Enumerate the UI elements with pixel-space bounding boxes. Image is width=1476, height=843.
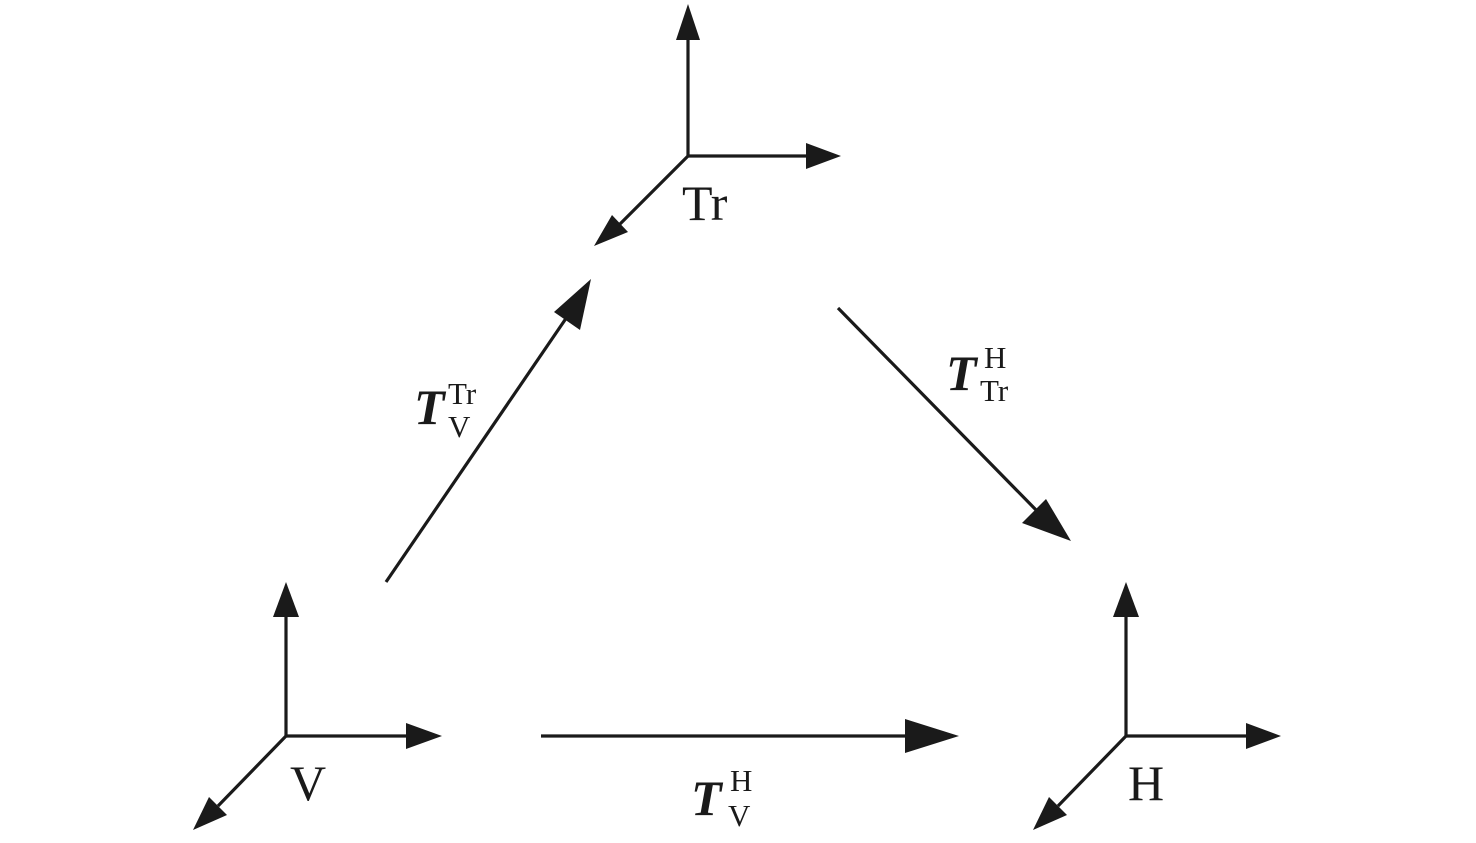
frame-tr: Tr	[594, 4, 841, 246]
transform-label-v-to-tr: T Tr V	[414, 376, 477, 444]
transform-arrow-v-to-tr	[384, 279, 591, 583]
transform-label-tr-to-h: T H Tr	[946, 340, 1009, 408]
transform-v-to-tr-subscript: V	[448, 409, 471, 444]
transform-v-to-h-symbol: T	[691, 770, 724, 826]
frame-h-axis-up	[1113, 582, 1139, 736]
transform-arrow-tr-to-h	[836, 306, 1071, 541]
frame-v-axis-up	[273, 582, 299, 736]
transform-tr-to-h-subscript: Tr	[980, 373, 1009, 408]
transform-v-to-tr-symbol: T	[414, 379, 447, 435]
transform-label-v-to-h: T H V	[691, 763, 752, 833]
frame-h-axis-diagonal	[1033, 734, 1128, 830]
transform-v-to-tr-superscript: Tr	[448, 376, 477, 411]
frame-v-label: V	[290, 755, 326, 811]
frame-tr-axis-up	[676, 4, 700, 156]
transform-tr-to-h-symbol: T	[946, 345, 979, 401]
frame-v-axis-diagonal	[193, 734, 288, 830]
transform-tr-to-h-superscript: H	[984, 340, 1006, 375]
frame-tr-label: Tr	[682, 175, 728, 231]
frame-h: H	[1033, 582, 1281, 830]
frame-v-axis-right	[286, 723, 442, 749]
transform-v-to-h-subscript: V	[728, 798, 751, 833]
frame-tr-axis-right	[688, 143, 841, 169]
frame-h-axis-right	[1126, 723, 1281, 749]
transform-v-to-h-superscript: H	[730, 763, 752, 798]
transform-arrow-v-to-h	[541, 719, 959, 753]
frame-tr-axis-diagonal	[594, 154, 690, 246]
frame-v: V	[193, 582, 442, 830]
frame-h-label: H	[1128, 755, 1164, 811]
